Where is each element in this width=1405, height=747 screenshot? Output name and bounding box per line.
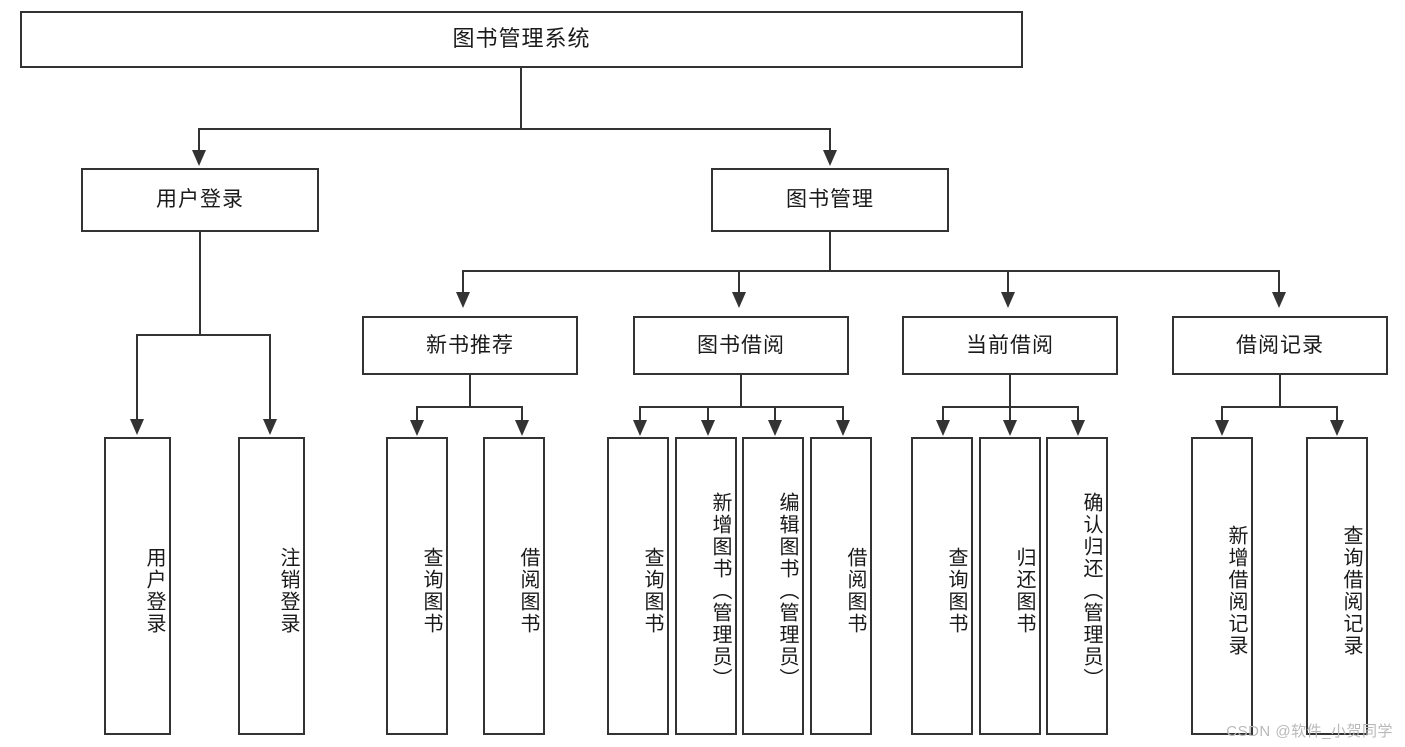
node-label: 查询借阅记录: [1340, 525, 1362, 657]
node-borrow-record[interactable]: 借阅记录: [1172, 316, 1388, 375]
arrowhead-br-to-leaf-1: [1215, 420, 1229, 436]
node-book-borrow[interactable]: 图书借阅: [633, 316, 849, 375]
connector-root-to-user-login: [198, 128, 200, 152]
connector-new-book-bar: [417, 406, 523, 408]
arrowhead-bm-to-borrow-record: [1272, 292, 1286, 308]
connector-bb-to-leaf-2: [707, 406, 709, 422]
arrowhead-new-book-to-leaf-1: [410, 420, 424, 436]
node-leaf-query-book-1[interactable]: 查询图书: [386, 437, 448, 735]
connector-bm-to-borrow-record: [1278, 270, 1280, 294]
arrowhead-cb-to-leaf-1: [936, 420, 950, 436]
node-user-login[interactable]: 用户登录: [81, 168, 319, 232]
arrowhead-user-login-to-leaf-1: [130, 419, 144, 435]
arrowhead-bb-to-leaf-4: [836, 420, 850, 436]
connector-bb-to-leaf-4: [842, 406, 844, 422]
arrowhead-bb-to-leaf-3: [768, 420, 782, 436]
node-label: 查询图书: [945, 547, 967, 635]
connector-root-to-book-management: [829, 128, 831, 152]
node-leaf-edit-book[interactable]: 编辑图书（管理员）: [742, 437, 804, 735]
connector-br-to-leaf-1: [1221, 406, 1223, 422]
connector-root-stem: [520, 68, 522, 129]
node-leaf-user-login[interactable]: 用户登录: [104, 437, 171, 735]
connector-cb-to-leaf-3: [1077, 406, 1079, 422]
connector-user-login-bar: [137, 334, 271, 336]
arrowhead-bb-to-leaf-2: [701, 420, 715, 436]
connector-new-book-to-leaf-1: [416, 406, 418, 422]
node-label: 借阅记录: [1236, 333, 1324, 357]
connector-new-book-to-leaf-2: [521, 406, 523, 422]
arrowhead-bb-to-leaf-1: [633, 420, 647, 436]
node-leaf-query-book-2[interactable]: 查询图书: [607, 437, 669, 735]
node-book-management[interactable]: 图书管理: [711, 168, 949, 232]
connector-book-management-stem: [829, 232, 831, 271]
node-leaf-query-record[interactable]: 查询借阅记录: [1306, 437, 1368, 735]
node-label: 图书管理系统: [452, 26, 591, 52]
csdn-watermark: CSDN @软件_小贺同学: [1226, 723, 1393, 740]
arrowhead-root-to-book-management: [823, 150, 837, 166]
node-label: 确认归还（管理员）: [1080, 492, 1102, 690]
connector-root-bar: [199, 128, 831, 130]
node-root-book-management-system[interactable]: 图书管理系统: [20, 11, 1023, 68]
node-label: 图书管理: [786, 188, 874, 212]
connector-user-login-stem: [199, 232, 201, 335]
node-leaf-add-book[interactable]: 新增图书（管理员）: [675, 437, 737, 735]
node-label: 归还图书: [1013, 547, 1035, 635]
node-label: 用户登录: [156, 188, 244, 212]
node-label: 查询图书: [420, 547, 442, 635]
node-leaf-borrow-book-1[interactable]: 借阅图书: [483, 437, 545, 735]
connector-br-to-leaf-2: [1336, 406, 1338, 422]
arrowhead-root-to-user-login: [192, 150, 206, 166]
node-label: 查询图书: [641, 547, 663, 635]
connector-user-login-to-leaf-1: [136, 334, 138, 421]
node-label: 编辑图书（管理员）: [776, 492, 798, 690]
connector-new-book-stem: [469, 375, 471, 407]
connector-bm-to-new-book: [462, 270, 464, 294]
node-label: 借阅图书: [517, 547, 539, 635]
node-label: 图书借阅: [697, 333, 785, 357]
connector-cb-to-leaf-2: [1009, 406, 1011, 422]
arrowhead-bm-to-current-borrow: [1001, 292, 1015, 308]
connector-book-management-bar: [463, 270, 1280, 272]
node-new-book-recommend[interactable]: 新书推荐: [362, 316, 578, 375]
node-leaf-query-book-3[interactable]: 查询图书: [911, 437, 973, 735]
connector-user-login-to-leaf-2: [269, 334, 271, 421]
connector-bm-to-current-borrow: [1007, 270, 1009, 294]
node-label: 注销登录: [277, 547, 299, 635]
connector-book-borrow-bar: [640, 406, 844, 408]
arrowhead-user-login-to-leaf-2: [263, 419, 277, 435]
connector-cb-to-leaf-1: [942, 406, 944, 422]
arrowhead-new-book-to-leaf-2: [515, 420, 529, 436]
connector-bm-to-book-borrow: [738, 270, 740, 294]
connector-bb-to-leaf-3: [774, 406, 776, 422]
connector-borrow-record-bar: [1222, 406, 1338, 408]
node-label: 借阅图书: [844, 547, 866, 635]
node-current-borrow[interactable]: 当前借阅: [902, 316, 1118, 375]
node-label: 新增借阅记录: [1225, 525, 1247, 657]
node-label: 新增图书（管理员）: [709, 492, 731, 690]
arrowhead-cb-to-leaf-2: [1003, 420, 1017, 436]
connector-bb-to-leaf-1: [639, 406, 641, 422]
node-label: 当前借阅: [966, 333, 1054, 357]
connector-borrow-record-stem: [1279, 375, 1281, 407]
node-leaf-logout-login[interactable]: 注销登录: [238, 437, 305, 735]
node-label: 新书推荐: [426, 333, 514, 357]
arrowhead-cb-to-leaf-3: [1071, 420, 1085, 436]
arrowhead-br-to-leaf-2: [1330, 420, 1344, 436]
connector-current-borrow-bar: [943, 406, 1079, 408]
node-leaf-add-record[interactable]: 新增借阅记录: [1191, 437, 1253, 735]
connector-current-borrow-stem: [1009, 375, 1011, 407]
arrowhead-bm-to-book-borrow: [732, 292, 746, 308]
node-leaf-borrow-book-2[interactable]: 借阅图书: [810, 437, 872, 735]
node-label: 用户登录: [143, 547, 165, 635]
connector-book-borrow-stem: [740, 375, 742, 407]
node-leaf-confirm-return[interactable]: 确认归还（管理员）: [1046, 437, 1108, 735]
node-leaf-return-book[interactable]: 归还图书: [979, 437, 1041, 735]
arrowhead-bm-to-new-book: [456, 292, 470, 308]
